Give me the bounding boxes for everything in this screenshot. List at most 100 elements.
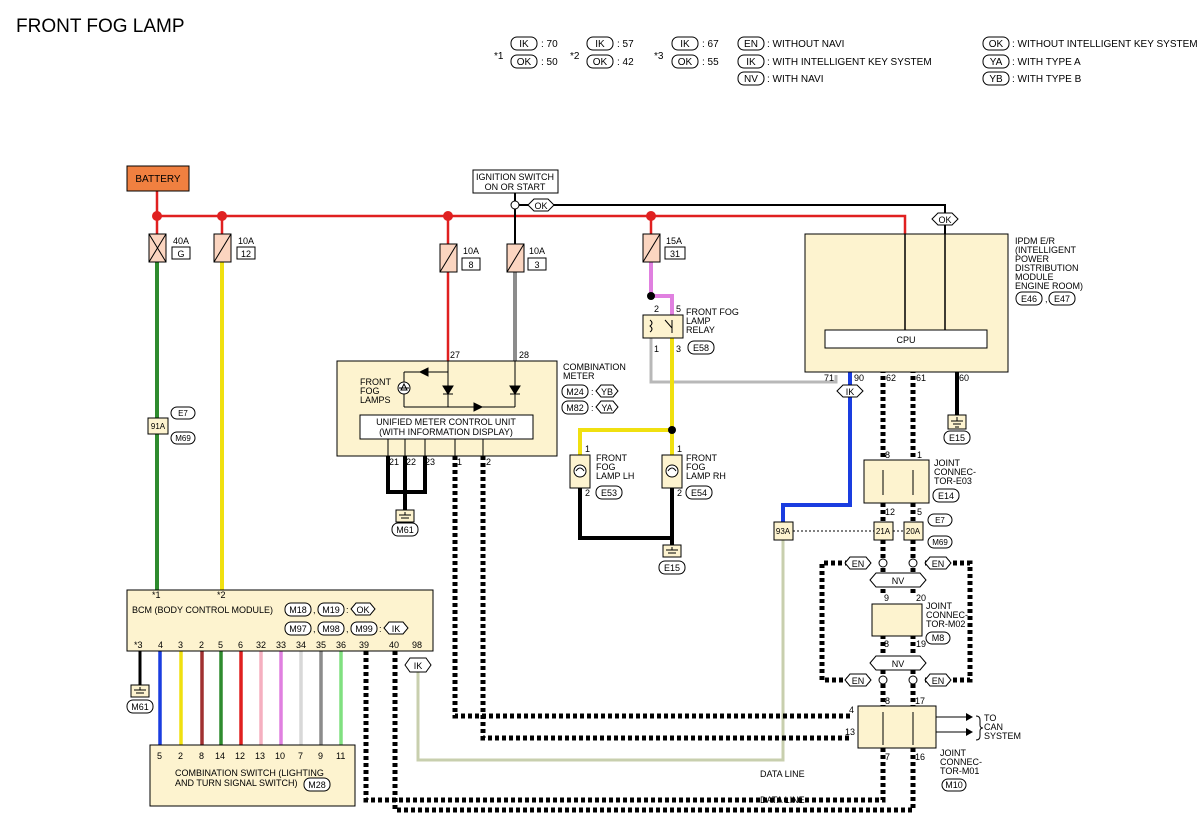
- svg-text:FOG: FOG: [686, 462, 706, 472]
- svg-text:7: 7: [298, 751, 303, 761]
- svg-text:5: 5: [676, 304, 681, 314]
- svg-text:M24: M24: [566, 387, 584, 397]
- svg-text:M98: M98: [322, 624, 340, 634]
- svg-text:4: 4: [849, 705, 854, 715]
- fuses: 40A G 10A 12 10A 8 10A 3 15A: [148, 233, 686, 273]
- svg-text:*1: *1: [152, 590, 161, 600]
- svg-text:21: 21: [389, 457, 399, 467]
- svg-text:10: 10: [275, 751, 285, 761]
- svg-text::: :: [346, 605, 349, 615]
- harness-connectors: 91A E7 M69 93A 21A 20A E7 M69: [147, 406, 953, 549]
- svg-text:LAMPS: LAMPS: [360, 395, 391, 405]
- svg-text:M19: M19: [322, 605, 340, 615]
- svg-text:31: 31: [670, 249, 680, 259]
- svg-text:22: 22: [406, 457, 416, 467]
- svg-text:21A: 21A: [876, 527, 891, 536]
- option-tags: EN EN NV NV EN EN: [844, 556, 952, 687]
- svg-text:IK: IK: [680, 39, 690, 50]
- svg-text:M61: M61: [396, 525, 414, 535]
- svg-text:*3: *3: [654, 51, 664, 62]
- svg-text:11: 11: [336, 751, 345, 761]
- svg-text:2: 2: [677, 488, 682, 498]
- svg-text:35: 35: [316, 640, 326, 650]
- ground-icon: M61: [126, 684, 154, 714]
- svg-text:TO: TO: [984, 713, 996, 723]
- svg-text:EN: EN: [932, 559, 945, 569]
- svg-text:1: 1: [654, 344, 659, 354]
- svg-text:E15: E15: [949, 433, 965, 443]
- svg-text:BCM (BODY CONTROL MODULE): BCM (BODY CONTROL MODULE): [132, 605, 273, 615]
- svg-text:: WITH NAVI: : WITH NAVI: [767, 74, 823, 85]
- svg-text:1: 1: [677, 444, 682, 454]
- ok-tag: OK: [534, 201, 547, 211]
- svg-text::: :: [379, 624, 382, 634]
- svg-text:CONNEC-: CONNEC-: [926, 610, 968, 620]
- svg-text:8: 8: [884, 639, 889, 649]
- svg-text:AND TURN SIGNAL SWITCH): AND TURN SIGNAL SWITCH): [175, 778, 298, 788]
- svg-text:71: 71: [824, 373, 834, 383]
- svg-text:NV: NV: [892, 576, 905, 586]
- svg-text:1: 1: [457, 457, 462, 467]
- svg-text:CONNEC-: CONNEC-: [934, 467, 976, 477]
- svg-text:*3: *3: [134, 640, 143, 650]
- svg-text:91A: 91A: [151, 422, 166, 431]
- svg-text:,: ,: [346, 624, 349, 634]
- svg-text:E7: E7: [935, 516, 945, 525]
- cpu-label: CPU: [896, 335, 915, 345]
- svg-text:: 42: : 42: [617, 57, 634, 68]
- svg-text:JOINT: JOINT: [940, 748, 967, 758]
- svg-text:(WITH INFORMATION DISPLAY): (WITH INFORMATION DISPLAY): [379, 427, 513, 437]
- ignition-switch: IGNITION SWITCH ON OR START OK OK: [472, 169, 959, 226]
- svg-text:LAMP LH: LAMP LH: [596, 471, 634, 481]
- svg-text:90: 90: [854, 373, 864, 383]
- junction-dots: [152, 211, 676, 434]
- svg-text:OK: OK: [678, 57, 693, 68]
- svg-text:,: ,: [313, 624, 316, 634]
- svg-text:20A: 20A: [906, 527, 921, 536]
- ok-tag: OK: [938, 215, 951, 225]
- svg-text:M69: M69: [175, 434, 191, 443]
- svg-text:: 55: : 55: [702, 57, 719, 68]
- svg-text:FRONT: FRONT: [360, 377, 391, 387]
- svg-text:16: 16: [915, 752, 925, 762]
- svg-text:1: 1: [917, 450, 922, 460]
- battery: BATTERY: [126, 165, 190, 192]
- svg-text:OK: OK: [356, 605, 369, 615]
- svg-text:33: 33: [276, 640, 286, 650]
- svg-text:*2: *2: [570, 51, 580, 62]
- svg-text:EN: EN: [852, 559, 865, 569]
- fuse-10a-12: 10A 12: [213, 233, 256, 263]
- svg-text:10A: 10A: [238, 236, 254, 246]
- svg-text:IK: IK: [392, 624, 401, 634]
- joint-connector-e03: 8 1 12 5 JOINT CONNEC- TOR-E03 E14: [863, 450, 976, 517]
- svg-text:FRONT: FRONT: [596, 453, 627, 463]
- svg-text:13: 13: [255, 751, 265, 761]
- svg-text:M18: M18: [289, 605, 307, 615]
- svg-text:4: 4: [158, 640, 163, 650]
- svg-text:: WITHOUT INTELLIGENT KEY SYST: : WITHOUT INTELLIGENT KEY SYSTEM: [1012, 39, 1198, 50]
- legend-tag: IK: [519, 39, 529, 50]
- svg-text:BATTERY: BATTERY: [135, 174, 181, 185]
- svg-text:E47: E47: [1054, 294, 1070, 304]
- svg-text:23: 23: [425, 457, 435, 467]
- svg-text:NV: NV: [892, 659, 905, 669]
- svg-text:FOG: FOG: [596, 462, 616, 472]
- svg-text:9: 9: [884, 593, 889, 603]
- svg-text:: 50: : 50: [541, 57, 558, 68]
- svg-text:,: ,: [1045, 294, 1048, 304]
- svg-text:20: 20: [916, 593, 926, 603]
- svg-text:ON OR START: ON OR START: [485, 182, 546, 192]
- svg-text:UNIFIED METER CONTROL UNIT: UNIFIED METER CONTROL UNIT: [376, 417, 516, 427]
- svg-text:12: 12: [235, 751, 245, 761]
- svg-text:COMBINATION: COMBINATION: [563, 362, 626, 372]
- svg-text:40A: 40A: [173, 236, 189, 246]
- svg-text:1: 1: [585, 444, 590, 454]
- svg-text:YA: YA: [601, 403, 612, 413]
- svg-text:61: 61: [916, 373, 926, 383]
- legend: *1 IK : 70 OK : 50 *2 IK : 57 OK : 42 *3…: [494, 36, 1198, 86]
- svg-text:7: 7: [885, 752, 890, 762]
- combination-switch: 5 2 8 14 12 13 10 7 9 11 COMBINATION SWI…: [149, 744, 356, 807]
- svg-text:12: 12: [241, 249, 251, 259]
- svg-text:M8: M8: [932, 633, 945, 643]
